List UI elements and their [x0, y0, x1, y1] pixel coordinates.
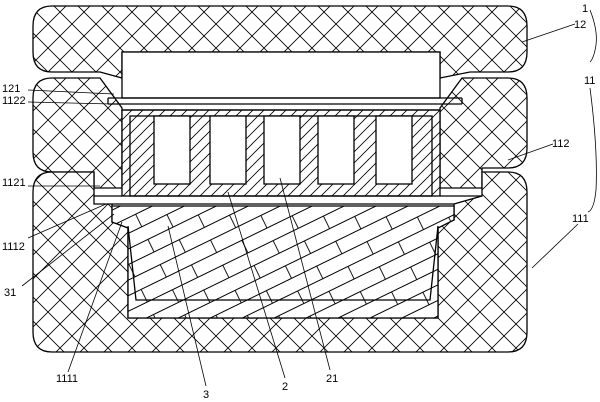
- label-111: 111: [572, 213, 589, 225]
- label-1111: 1111: [56, 373, 78, 385]
- label-1121: 1121: [2, 177, 26, 189]
- label-112: 112: [552, 138, 570, 150]
- label-21: 21: [326, 373, 338, 385]
- potting-block-3: [111, 205, 455, 319]
- fin: [263, 115, 301, 185]
- fin: [317, 115, 355, 185]
- label-121: 121: [2, 83, 20, 95]
- label-1: 1: [582, 3, 588, 15]
- label-1112: 1112: [2, 241, 25, 253]
- label-1122: 1122: [2, 95, 26, 107]
- label-3: 3: [203, 389, 209, 401]
- top-board: [121, 51, 441, 99]
- fin: [153, 115, 191, 185]
- label-2: 2: [282, 381, 288, 393]
- label-11: 11: [584, 75, 595, 87]
- fin: [375, 115, 413, 185]
- label-12: 12: [574, 19, 586, 31]
- fin: [209, 115, 247, 185]
- label-31: 31: [4, 287, 16, 299]
